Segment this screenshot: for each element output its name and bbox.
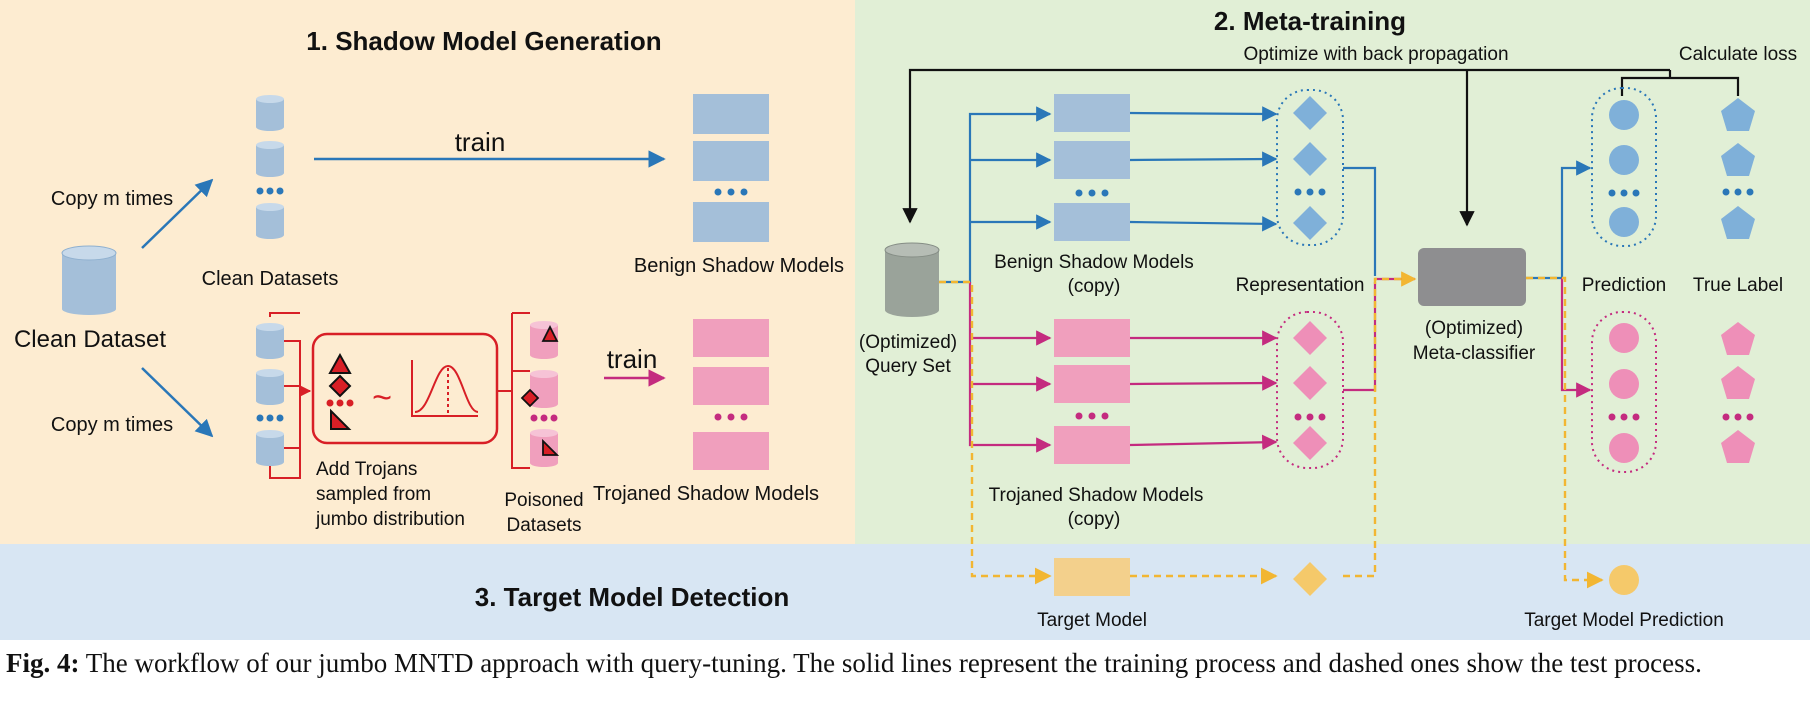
figure-caption: Fig. 4: The workflow of our jumbo MNTD a… [6, 646, 1804, 680]
clean-datasets-stack [256, 95, 284, 239]
trojaned-copy-line2: (copy) [1068, 509, 1121, 530]
detect-section-bg [0, 544, 1810, 640]
target-prediction-label: Target Model Prediction [1524, 610, 1724, 631]
clean-dataset-cylinder [61, 245, 117, 315]
trojan-corner-triangle-icon [330, 408, 352, 430]
benign-true-label-pentagons [1721, 98, 1755, 239]
add-trojans-line1: Add Trojans [316, 459, 417, 480]
prediction-label: Prediction [1582, 275, 1667, 296]
copy-arrow-top [141, 178, 214, 249]
benign-copy-line2: (copy) [1068, 276, 1121, 297]
meta-classifier-line2: Meta-classifier [1413, 343, 1536, 364]
backprop-line [902, 68, 1670, 227]
tilde-symbol: ~ [372, 379, 392, 417]
copy-label-top: Copy m times [51, 188, 173, 210]
benign-shadow-copies [1054, 94, 1130, 241]
trojan-true-label-pentagons [1721, 322, 1755, 463]
workflow-diagram: 1. Shadow Model Generation 2. Meta-train… [0, 0, 1810, 640]
trojan-prediction-group [1591, 311, 1657, 473]
trojan-diamond-icon [328, 374, 352, 398]
target-representation-diamond [1293, 562, 1327, 596]
caption-lead: Fig. 4: [6, 648, 80, 678]
query-set-line1: (Optimized) [859, 332, 957, 353]
poisoned-red-bracket [511, 312, 530, 469]
trojan-prediction-circles [1608, 323, 1640, 463]
trojaned-shadow-label: Trojaned Shadow Models [593, 483, 819, 505]
trojan-triangle-icon [328, 352, 352, 374]
trojan-source-datasets [256, 323, 284, 466]
meta-classifier-box [1418, 248, 1526, 306]
train-label-top: train [455, 127, 506, 157]
caption-text: The workflow of our jumbo MNTD approach … [79, 648, 1702, 678]
benign-representation-group [1276, 89, 1344, 246]
meta-section-bg [855, 0, 1810, 544]
meta-classifier-line1: (Optimized) [1425, 318, 1523, 339]
benign-shadow-label: Benign Shadow Models [634, 255, 844, 277]
add-trojans-line2: sampled from [316, 484, 431, 505]
copy-label-bottom: Copy m times [51, 414, 173, 436]
true-label-label: True Label [1693, 275, 1783, 296]
benign-copy-line1: Benign Shadow Models [994, 252, 1194, 273]
copy-arrow-bottom [141, 367, 214, 438]
benign-representation-diamonds [1293, 96, 1327, 240]
benign-prediction-circles [1608, 100, 1640, 237]
trojaned-shadow-copies [1054, 319, 1130, 464]
add-trojans-line3: jumbo distribution [315, 509, 465, 530]
trojaned-shadow-models [693, 319, 769, 470]
benign-shadow-models [693, 94, 769, 242]
meta-section-title: 2. Meta-training [1214, 6, 1406, 36]
clean-datasets-label: Clean Datasets [202, 268, 339, 290]
test-path-dashed [939, 276, 1604, 589]
target-model-label: Target Model [1037, 610, 1147, 631]
target-model-box [1054, 558, 1130, 596]
poisoned-label-line2: Datasets [507, 515, 582, 536]
trojan-dots [326, 399, 354, 407]
trojan-representation-group [1276, 311, 1344, 469]
query-to-trojan-lines [968, 282, 1052, 453]
shadow-section-title: 1. Shadow Model Generation [306, 26, 661, 56]
representation-label: Representation [1236, 275, 1365, 296]
query-set-cylinder [884, 242, 940, 317]
trojan-sampling-box [311, 332, 499, 445]
train-label-bottom: train [607, 344, 658, 374]
calc-loss-label: Calculate loss [1679, 44, 1797, 65]
trojaned-copy-line1: Trojaned Shadow Models [989, 485, 1204, 506]
poisoned-label-line1: Poisoned [504, 490, 583, 511]
trojan-to-rep-arrows [1129, 330, 1278, 450]
distribution-icon [411, 360, 479, 417]
trojan-representation-diamonds [1293, 321, 1327, 460]
target-prediction-circle [1609, 565, 1639, 595]
poisoned-datasets-stack [520, 321, 560, 467]
query-set-line2: Query Set [865, 356, 951, 377]
benign-prediction-group [1591, 87, 1657, 247]
detect-section-title: 3. Target Model Detection [475, 582, 789, 612]
benign-to-rep-arrows [1129, 106, 1278, 232]
clean-dataset-label: Clean Dataset [14, 326, 166, 353]
optimize-label: Optimize with back propagation [1243, 44, 1508, 65]
trojan-red-bracket-left [269, 312, 301, 479]
